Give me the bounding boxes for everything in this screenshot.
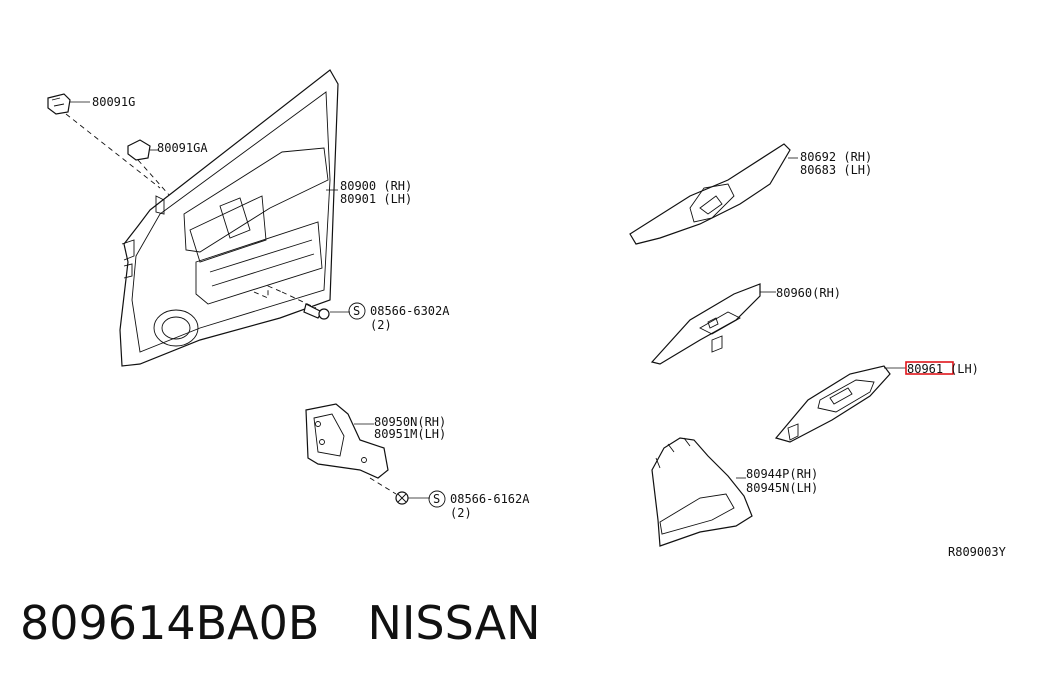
label-80950n: 80950N(RH) xyxy=(374,415,446,429)
screw-symbol-1: S xyxy=(353,304,360,318)
clip-80091ga: 80091GA xyxy=(127,139,208,161)
screw-08566-6302a: S 08566-6302A (2) xyxy=(253,285,450,332)
label-80901: 80901 (LH) xyxy=(340,192,412,206)
label-80900: 80900 (RH) xyxy=(340,179,412,193)
label-80951m: 80951M(LH) xyxy=(374,427,446,441)
label-80683: 80683 (LH) xyxy=(800,163,872,177)
brand-name: NISSAN xyxy=(367,596,541,650)
label-80945n: 80945N(LH) xyxy=(746,481,818,495)
door-finisher-panel: 80900 (RH) 80901 (LH) xyxy=(119,69,412,367)
label-80944p: 80944P(RH) xyxy=(746,467,818,481)
label-80692: 80692 (RH) xyxy=(800,150,872,164)
pull-handle: 80944P(RH) 80945N(LH) xyxy=(651,437,818,547)
label-08566-6162a: 08566-6162A xyxy=(450,492,530,506)
label-80960: 80960(RH) xyxy=(776,286,841,300)
label-screw-1-qty: (2) xyxy=(370,318,392,332)
parts-diagram: 80091G 80091GA 80900 (RH) 80901 (LH) S xyxy=(47,69,1007,559)
bracket-80950n: 80950N(RH) 80951M(LH) S 08566-6162A (2) xyxy=(305,403,530,520)
switch-finisher-lh: 80961 (LH) xyxy=(774,361,979,443)
screw-symbol-2: S xyxy=(433,492,440,506)
label-08566-6302a: 08566-6302A xyxy=(370,304,450,318)
label-80091ga: 80091GA xyxy=(157,141,208,155)
label-80961: 80961 xyxy=(907,362,943,376)
highlight-80961 xyxy=(905,361,954,375)
clip-80091g: 80091G xyxy=(47,93,135,115)
label-80961-lh: (LH) xyxy=(950,362,979,376)
armrest-finisher: 80692 (RH) 80683 (LH) xyxy=(629,143,872,245)
part-number: 809614BA0B xyxy=(20,596,320,650)
label-80091g: 80091G xyxy=(92,95,135,109)
label-screw-2-qty: (2) xyxy=(450,506,472,520)
switch-finisher-rh: 80960(RH) xyxy=(650,283,841,365)
diagram-reference: R809003Y xyxy=(948,545,1007,559)
footer-caption: 809614BA0B NISSAN xyxy=(20,596,589,650)
